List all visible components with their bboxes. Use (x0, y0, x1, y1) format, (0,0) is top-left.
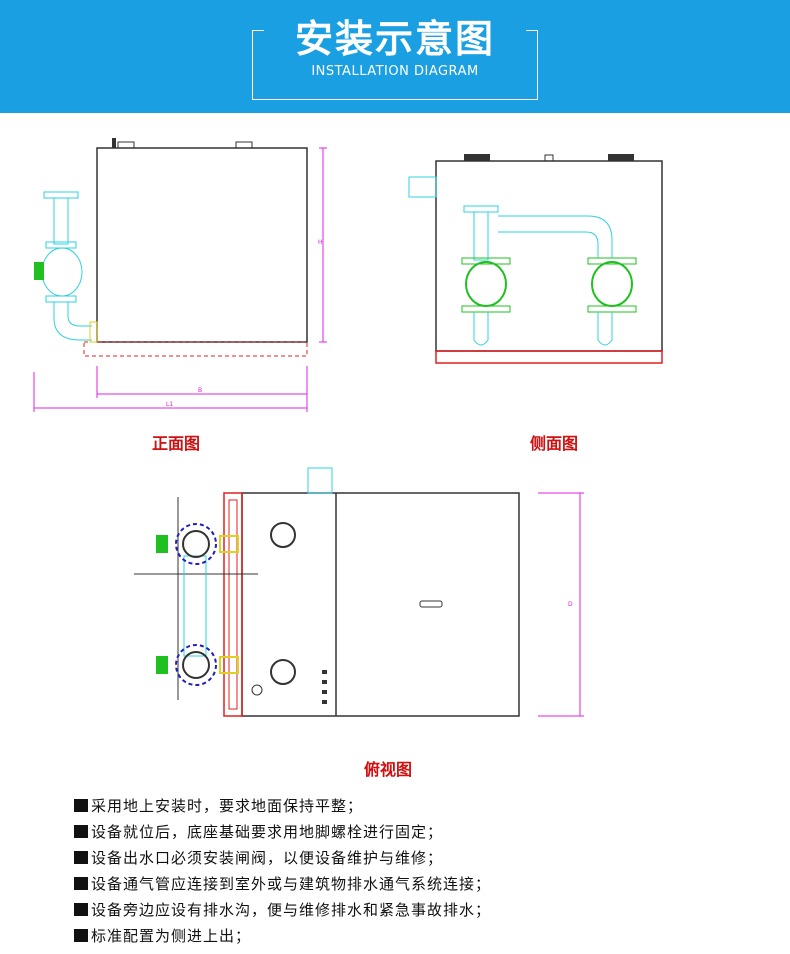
caption-front-view: 正面图 (152, 434, 201, 453)
side-top-stub (544, 154, 554, 162)
front-inlet-connector (89, 321, 98, 343)
front-tank-body (96, 147, 308, 343)
top-base-outer (223, 492, 243, 717)
top-upper-pipe (182, 530, 210, 558)
front-dim-h-label: H (318, 239, 323, 246)
side-right-valve-flange-top (587, 257, 637, 265)
bullet-square-icon (74, 824, 88, 838)
page-title: 安装示意图 (294, 17, 495, 61)
note-item: 设备出水口必须安装闸阀，以便设备维护与维修； (74, 844, 491, 870)
front-inlet-flange-mid (45, 241, 77, 249)
note-item: 设备就位后，底座基础要求用地脚螺栓进行固定； (74, 818, 491, 844)
caption-top-view: 俯视图 (364, 760, 413, 779)
top-riser-pipe (183, 555, 207, 657)
side-right-pipe-bottom (597, 312, 613, 346)
header-banner: 安装示意图 INSTALLATION DIAGRAM (0, 0, 790, 113)
top-lower-valve (156, 656, 168, 674)
bullet-square-icon (74, 902, 88, 916)
installation-drawing: H B L1 (33, 138, 663, 717)
side-header-pipe (498, 215, 613, 258)
front-inlet-flange-top (43, 191, 79, 199)
front-dim-l1-label: L1 (166, 401, 173, 408)
bullet-square-icon (74, 876, 88, 890)
top-vent-pipe (307, 467, 333, 494)
side-left-valve-flange-top (461, 257, 511, 265)
side-right-valve (591, 261, 633, 307)
front-inlet-pipe-upper (53, 197, 69, 245)
note-item: 标准配置为侧进上出； (74, 922, 491, 948)
side-top-nozzle-left (464, 154, 490, 161)
note-item: 采用地上安装时，要求地面保持平整； (74, 792, 491, 818)
bullet-square-icon (74, 798, 88, 812)
top-upper-flange (175, 523, 217, 565)
bullet-square-icon (74, 850, 88, 864)
top-small-port (251, 684, 263, 696)
top-indicator-3 (322, 690, 327, 694)
top-upper-valve (156, 535, 168, 553)
top-upper-connector (219, 535, 239, 553)
front-top-nozzle-right (235, 141, 253, 149)
page-subtitle: INSTALLATION DIAGRAM (311, 64, 479, 79)
side-left-riser (473, 211, 489, 261)
note-item: 设备通气管应连接到室外或与建筑物排水通气系统连接； (74, 870, 491, 896)
bullet-square-icon (74, 928, 88, 942)
top-manhole-upper (270, 522, 296, 548)
top-lower-flange (175, 644, 217, 686)
installation-notes: 采用地上安装时，要求地面保持平整； 设备就位后，底座基础要求用地脚螺栓进行固定；… (74, 792, 491, 948)
front-check-valve (41, 247, 83, 297)
top-indicator-1 (322, 670, 327, 674)
side-vent-pipe (408, 176, 437, 198)
side-left-flange-top (463, 205, 499, 213)
front-view: H B L1 (33, 138, 327, 412)
top-dim-d-label: D (568, 601, 573, 608)
front-valve-handle (34, 262, 44, 280)
front-dim-b-label: B (198, 387, 202, 394)
front-inlet-elbow (53, 302, 92, 341)
side-left-valve-flange-bottom (461, 305, 511, 313)
front-base-dashed (83, 341, 308, 357)
top-indicator-2 (322, 680, 327, 684)
side-top-nozzle-right (608, 154, 634, 161)
caption-side-view: 侧面图 (530, 434, 579, 453)
front-top-nozzle-left (117, 141, 135, 149)
front-top-stub (112, 138, 116, 148)
top-lower-connector (219, 656, 239, 674)
side-left-valve (465, 261, 507, 307)
side-base (435, 350, 663, 364)
top-manhole-lower (270, 659, 296, 685)
note-item: 设备旁边应设有排水沟，便与维修排水和紧急事故排水； (74, 896, 491, 922)
side-tank-body (435, 160, 663, 352)
side-left-pipe-bottom (473, 312, 489, 346)
top-handle (419, 600, 443, 608)
top-tank-body (241, 492, 520, 717)
side-view (408, 154, 663, 364)
top-indicator-4 (322, 700, 327, 704)
title-frame (252, 30, 538, 100)
top-view: D (134, 467, 584, 717)
front-inlet-flange-low (45, 295, 77, 303)
top-lower-pipe (182, 651, 210, 679)
top-base-inner (228, 499, 238, 710)
